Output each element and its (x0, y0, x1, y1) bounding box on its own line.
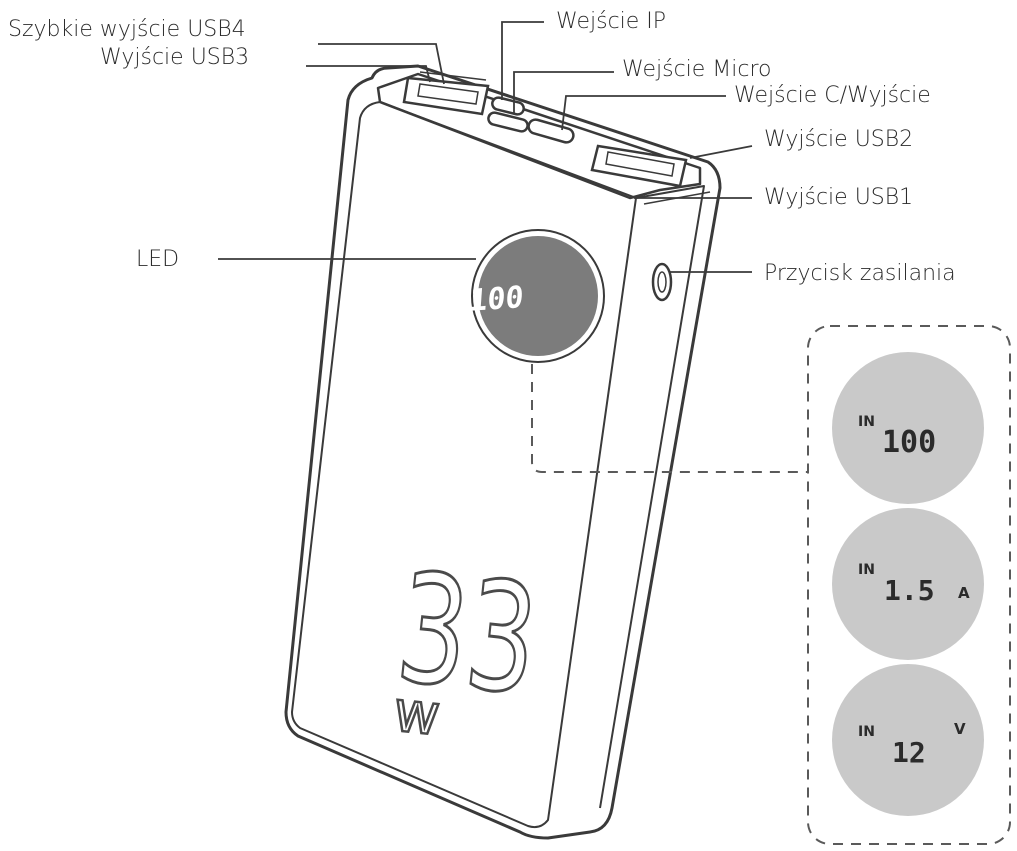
display-circle-3 (832, 664, 984, 816)
label-usb3: Wyjście USB3 (100, 45, 249, 70)
display-circle-1 (832, 352, 984, 504)
led-value: 100 (468, 280, 524, 319)
display-value-1: 100 (882, 425, 936, 460)
label-usb1: Wyjście USB1 (764, 185, 913, 210)
label-led: LED (136, 247, 179, 272)
display-mode-3: IN 12 V (832, 664, 984, 816)
led-detail-connector (531, 364, 808, 473)
power-rating-branding: 33 w (389, 539, 546, 750)
leader-usb3 (306, 65, 431, 83)
led-outer-ring (471, 229, 605, 363)
label-power-button: Przycisk zasilania (764, 261, 956, 286)
display-mode-1: IN 100 (832, 352, 984, 504)
display-value-2: 1.5 (884, 574, 935, 607)
ip-port (491, 96, 525, 116)
power-rating-unit: w (391, 679, 443, 748)
display-prefix-2: IN (858, 562, 875, 578)
power-bank-side-face (599, 185, 705, 809)
display-prefix-1: IN (858, 414, 875, 430)
leader-type-c (561, 95, 726, 131)
label-usb4: Szybkie wyjście USB4 (8, 17, 246, 42)
micro-port (487, 111, 529, 133)
ports (402, 71, 688, 188)
power-button-shape (651, 262, 673, 302)
leader-usb4 (318, 43, 445, 85)
leader-micro (513, 71, 614, 114)
label-ip: Wejście IP (556, 9, 666, 34)
label-micro: Wejście Micro (622, 57, 772, 82)
display-prefix-3: IN (858, 724, 875, 740)
usb1-port (605, 151, 675, 177)
led-display: 100 (468, 229, 605, 363)
led-circle (478, 236, 598, 356)
leader-ip (501, 21, 544, 100)
usb4-port (419, 71, 487, 81)
leader-lines (218, 21, 753, 273)
power-button-inner (657, 271, 667, 293)
display-mode-2: IN 1.5 A (832, 508, 984, 660)
power-rating-value: 33 (390, 541, 545, 729)
label-type-c: Wejście C/Wyjście (734, 83, 931, 108)
display-value-3: 12 (892, 736, 926, 769)
callout-labels: Szybkie wyjście USB4 Wyjście USB3 Wejści… (8, 9, 956, 286)
display-detail-panel (807, 325, 1011, 845)
leader-usb2 (689, 145, 753, 159)
type-c-port (527, 118, 575, 144)
usb3-port-inner (417, 83, 479, 105)
power-button (651, 262, 673, 302)
label-usb2: Wyjście USB2 (764, 127, 913, 152)
power-bank-front-face (291, 101, 637, 829)
display-unit-3: V (954, 720, 966, 738)
display-circle-2 (832, 508, 984, 660)
display-unit-2: A (958, 584, 970, 602)
